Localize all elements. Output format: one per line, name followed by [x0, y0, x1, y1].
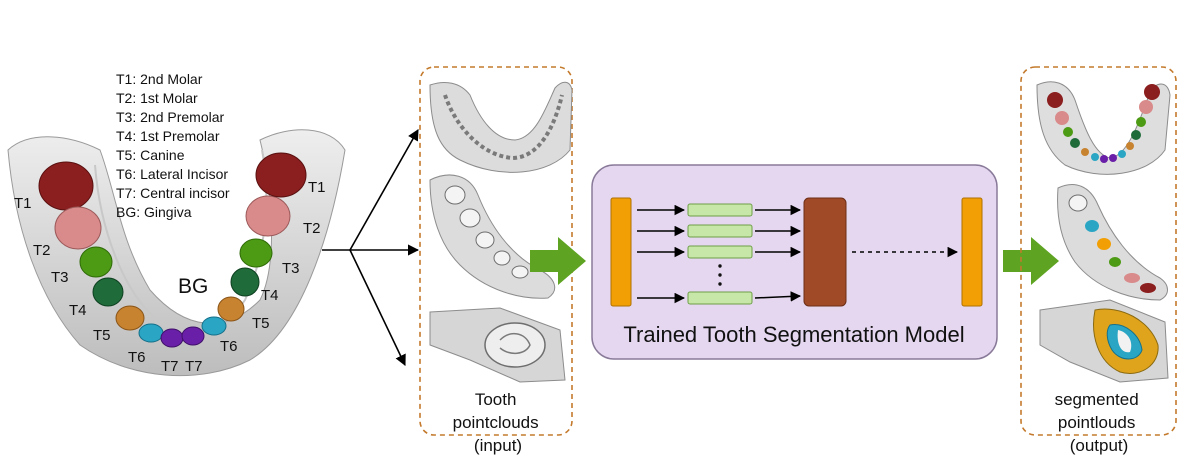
tooth-right-central-incisor	[181, 326, 205, 346]
tooth-label: T2	[303, 220, 321, 237]
legend-item: T4: 1st Premolar	[116, 128, 220, 144]
gingiva-label: BG	[178, 275, 208, 298]
legend-item: T3: 2nd Premolar	[116, 109, 224, 125]
tooth-right-2nd-premolar	[239, 238, 273, 268]
tooth-left-2nd-molar	[38, 161, 94, 211]
tooth-left-2nd-premolar	[79, 246, 113, 278]
legend-item: T2: 1st Molar	[116, 90, 198, 106]
tooth-left-1st-molar	[54, 206, 102, 250]
tooth-right-canine	[217, 296, 245, 322]
legend-item: T1: 2nd Molar	[116, 71, 203, 87]
tooth-label: T2	[33, 242, 51, 259]
tooth-label: T4	[69, 302, 87, 319]
feature-box	[687, 245, 753, 259]
model-brown-block	[803, 197, 847, 307]
tooth-left-lateral-incisor	[138, 323, 164, 343]
tooth-label: T1	[308, 179, 326, 196]
output-scan-closeup	[1039, 299, 1169, 383]
output-scan-side	[1057, 184, 1168, 301]
tooth-label: T7	[185, 358, 203, 375]
model-arrows-mid	[754, 204, 802, 302]
tooth-label: T3	[282, 260, 300, 277]
jaw-diagram: T1: 2nd Molar T2: 1st Molar T3: 2nd Prem…	[7, 71, 346, 377]
legend-item: T7: Central incisor	[116, 185, 230, 201]
tooth-left-canine	[115, 305, 145, 331]
tooth-label: T6	[128, 349, 146, 366]
output-caption: segmented pointlouds (output)	[1055, 390, 1144, 455]
input-scan-arch	[429, 81, 573, 173]
vertical-ellipsis	[718, 264, 722, 286]
tooth-label: T6	[220, 338, 238, 355]
feature-box	[687, 291, 753, 305]
tooth-label: T7	[161, 358, 179, 375]
tooth-legend: T1: 2nd Molar T2: 1st Molar T3: 2nd Prem…	[116, 71, 230, 220]
arrow-to-input-bottom	[349, 249, 406, 367]
output-panel-border	[1020, 66, 1177, 436]
green-arrow-out-of-model	[1003, 237, 1059, 285]
tooth-left-1st-premolar	[92, 277, 124, 307]
feature-box	[687, 224, 753, 238]
legend-item: T6: Lateral Incisor	[116, 166, 228, 182]
tooth-right-2nd-molar	[255, 152, 307, 198]
feature-box	[687, 203, 753, 217]
tooth-labels: T1 T2 T3 T4 T5 T6 T7 T7 T6 T5 T4 T3 T2 T…	[14, 179, 326, 375]
legend-item: T5: Canine	[116, 147, 185, 163]
branch-arrows	[322, 129, 420, 367]
model-box: Trained Tooth Segmentation Model	[591, 164, 998, 360]
model-output-bar	[961, 197, 983, 307]
tooth-left-central-incisor	[160, 328, 184, 348]
tooth-label: T4	[261, 287, 279, 304]
green-arrow-into-model	[530, 237, 586, 285]
input-scan-side	[429, 174, 556, 299]
tooth-label: T1	[14, 195, 32, 212]
tooth-label: T3	[51, 269, 69, 286]
tooth-right-1st-premolar	[230, 267, 260, 297]
arrow-to-input-top	[349, 129, 419, 251]
tooth-label: T5	[252, 315, 270, 332]
tooth-label: T5	[93, 327, 111, 344]
input-scan-closeup	[429, 307, 566, 383]
model-feature-boxes	[687, 203, 753, 305]
model-label: Trained Tooth Segmentation Model	[623, 322, 964, 347]
tooth-right-1st-molar	[245, 195, 291, 237]
output-scan-arch	[1036, 81, 1171, 175]
tooth-right-lateral-incisor	[201, 316, 227, 336]
model-arrows-in	[637, 204, 686, 304]
legend-item: BG: Gingiva	[116, 204, 192, 220]
input-panel: Tooth pointclouds (input)	[419, 66, 573, 455]
output-panel: segmented pointlouds (output)	[1020, 66, 1177, 455]
input-caption: Tooth pointclouds (input)	[453, 390, 544, 455]
model-input-bar	[610, 197, 632, 307]
